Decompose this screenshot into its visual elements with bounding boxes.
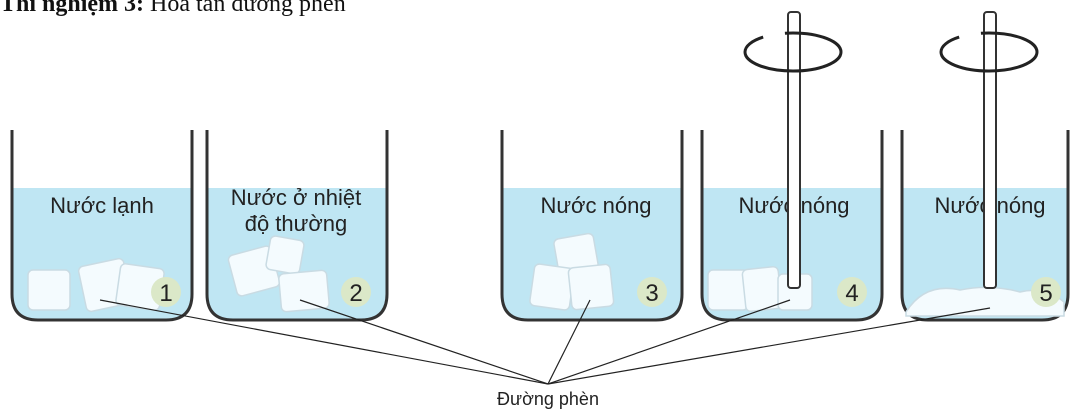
sugar-crystals-1 bbox=[27, 257, 165, 313]
title-text: Hòa tan đường phèn bbox=[150, 0, 346, 17]
water-label-2a: Nước ở nhiệt bbox=[231, 185, 361, 210]
beaker-2: Nước ở nhiệt độ thường 2 bbox=[205, 130, 389, 322]
stir-arrow-5 bbox=[939, 31, 1039, 73]
number-label-2: 2 bbox=[349, 280, 362, 307]
glass-5 bbox=[900, 130, 1070, 322]
stirring-rod-5 bbox=[983, 11, 997, 289]
water-label-1: Nước lạnh bbox=[50, 193, 154, 218]
beaker-4: Nước nóng 4 bbox=[700, 11, 884, 322]
number-badge-1 bbox=[151, 277, 181, 307]
leader-line-2 bbox=[299, 299, 549, 385]
sugar-crystals-4 bbox=[707, 265, 813, 313]
glass-1 bbox=[10, 130, 194, 322]
leader-line-3 bbox=[547, 299, 591, 385]
figure-title: Thí nghiệm 3: Hòa tan đường phèn bbox=[0, 0, 346, 18]
title-prefix: Thí nghiệm 3: bbox=[0, 0, 145, 17]
number-label-3: 3 bbox=[645, 280, 658, 307]
beaker-3: Nước nóng 3 bbox=[500, 130, 684, 322]
leader-line-5 bbox=[547, 307, 991, 385]
number-badge-3 bbox=[637, 277, 667, 307]
stirring-rod-4 bbox=[787, 11, 801, 289]
sugar-label: Đường phèn bbox=[497, 389, 599, 409]
glass-4 bbox=[700, 130, 884, 322]
leader-lines bbox=[99, 299, 991, 385]
number-label-4: 4 bbox=[845, 280, 858, 307]
sugar-crystals-2 bbox=[227, 235, 330, 313]
sugar-crystals-3 bbox=[529, 232, 615, 311]
number-badge-2 bbox=[341, 277, 371, 307]
beaker-1: Nước lạnh 1 bbox=[10, 130, 194, 322]
glass-2 bbox=[205, 130, 389, 322]
number-badge-4 bbox=[837, 277, 867, 307]
water-label-3: Nước nóng bbox=[540, 193, 651, 218]
stir-arrow-4 bbox=[743, 31, 843, 73]
leader-line-4 bbox=[547, 299, 791, 385]
leader-line-1 bbox=[99, 299, 549, 385]
number-label-5: 5 bbox=[1039, 280, 1052, 307]
number-badge-5 bbox=[1031, 277, 1061, 307]
beaker-5: Nước nóng 5 bbox=[900, 11, 1070, 322]
water-label-2b: độ thường bbox=[245, 211, 348, 236]
number-label-1: 1 bbox=[159, 280, 172, 307]
glass-3 bbox=[500, 130, 684, 322]
